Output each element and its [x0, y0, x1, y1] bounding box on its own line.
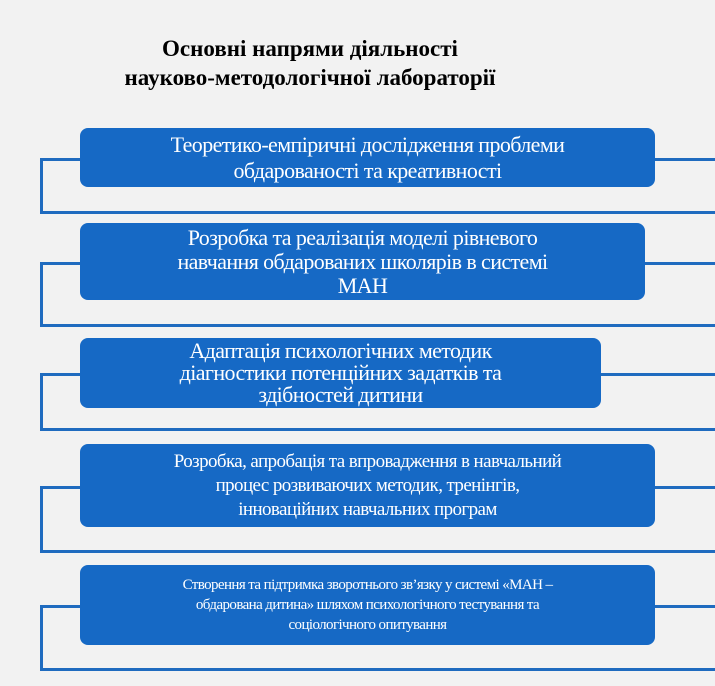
title-line-1: Основні напрями діяльності [162, 36, 458, 61]
connector-vertical [40, 486, 43, 553]
connector-right [645, 262, 715, 265]
direction-text-line: Розробка та реалізація моделі рівневого [187, 224, 538, 250]
direction-text: Розробка, апробація та впровадження в на… [173, 450, 562, 522]
connector-bottom [40, 428, 715, 431]
direction-box: Теоретико-емпіричні дослідження проблеми… [80, 128, 655, 187]
direction-box: Розробка, апробація та впровадження в на… [80, 444, 655, 527]
connector-bottom [40, 324, 715, 327]
connector-vertical [40, 158, 43, 214]
connector-bottom [40, 211, 715, 214]
direction-text-line: соціологічного опитування [288, 617, 448, 633]
connector-vertical [40, 605, 43, 671]
direction-text-line: процес розвиваючих методик, тренінгів, [215, 474, 520, 496]
connector-right [655, 486, 715, 489]
direction-box: Створення та підтримка зворотнього зв’яз… [80, 565, 655, 645]
title-line-2: науково-методологічної лабораторії [124, 65, 496, 90]
direction-text-line: обдарована дитина» шляхом психологічного… [195, 597, 540, 613]
direction-text: Створення та підтримка зворотнього зв’яз… [183, 575, 553, 635]
connector-right [655, 605, 715, 608]
connector-left [40, 605, 80, 608]
connector-left [40, 262, 80, 265]
connector-left [40, 158, 80, 161]
connector-bottom [40, 550, 715, 553]
direction-text-line: МАН [337, 272, 388, 298]
direction-text-line: здібностей дитини [258, 382, 423, 407]
direction-text-line: Створення та підтримка зворотнього зв’яз… [182, 577, 553, 593]
connector-bottom [40, 668, 715, 671]
connector-vertical [40, 262, 43, 327]
direction-text: Теоретико-емпіричні дослідження проблеми… [171, 132, 565, 184]
connector-left [40, 373, 80, 376]
connector-left [40, 486, 80, 489]
direction-text-line: інноваційних навчальних програм [238, 498, 497, 520]
direction-text-line: Розробка, апробація та впровадження в на… [173, 450, 562, 472]
connector-right [655, 158, 715, 161]
direction-text-line: Адаптація психологічних методик [189, 338, 492, 363]
connector-vertical [40, 373, 43, 431]
connector-right [601, 373, 715, 376]
direction-text-line: навчання обдарованих школярів в системі [177, 248, 548, 274]
direction-text-line: Теоретико-емпіричні дослідження проблеми [170, 131, 565, 157]
direction-text-line: діагностики потенційних задатків та [179, 360, 502, 385]
direction-text-line: обдарованості та креативності [233, 157, 502, 183]
diagram-title: Основні напрями діяльності науково-метод… [60, 34, 560, 92]
